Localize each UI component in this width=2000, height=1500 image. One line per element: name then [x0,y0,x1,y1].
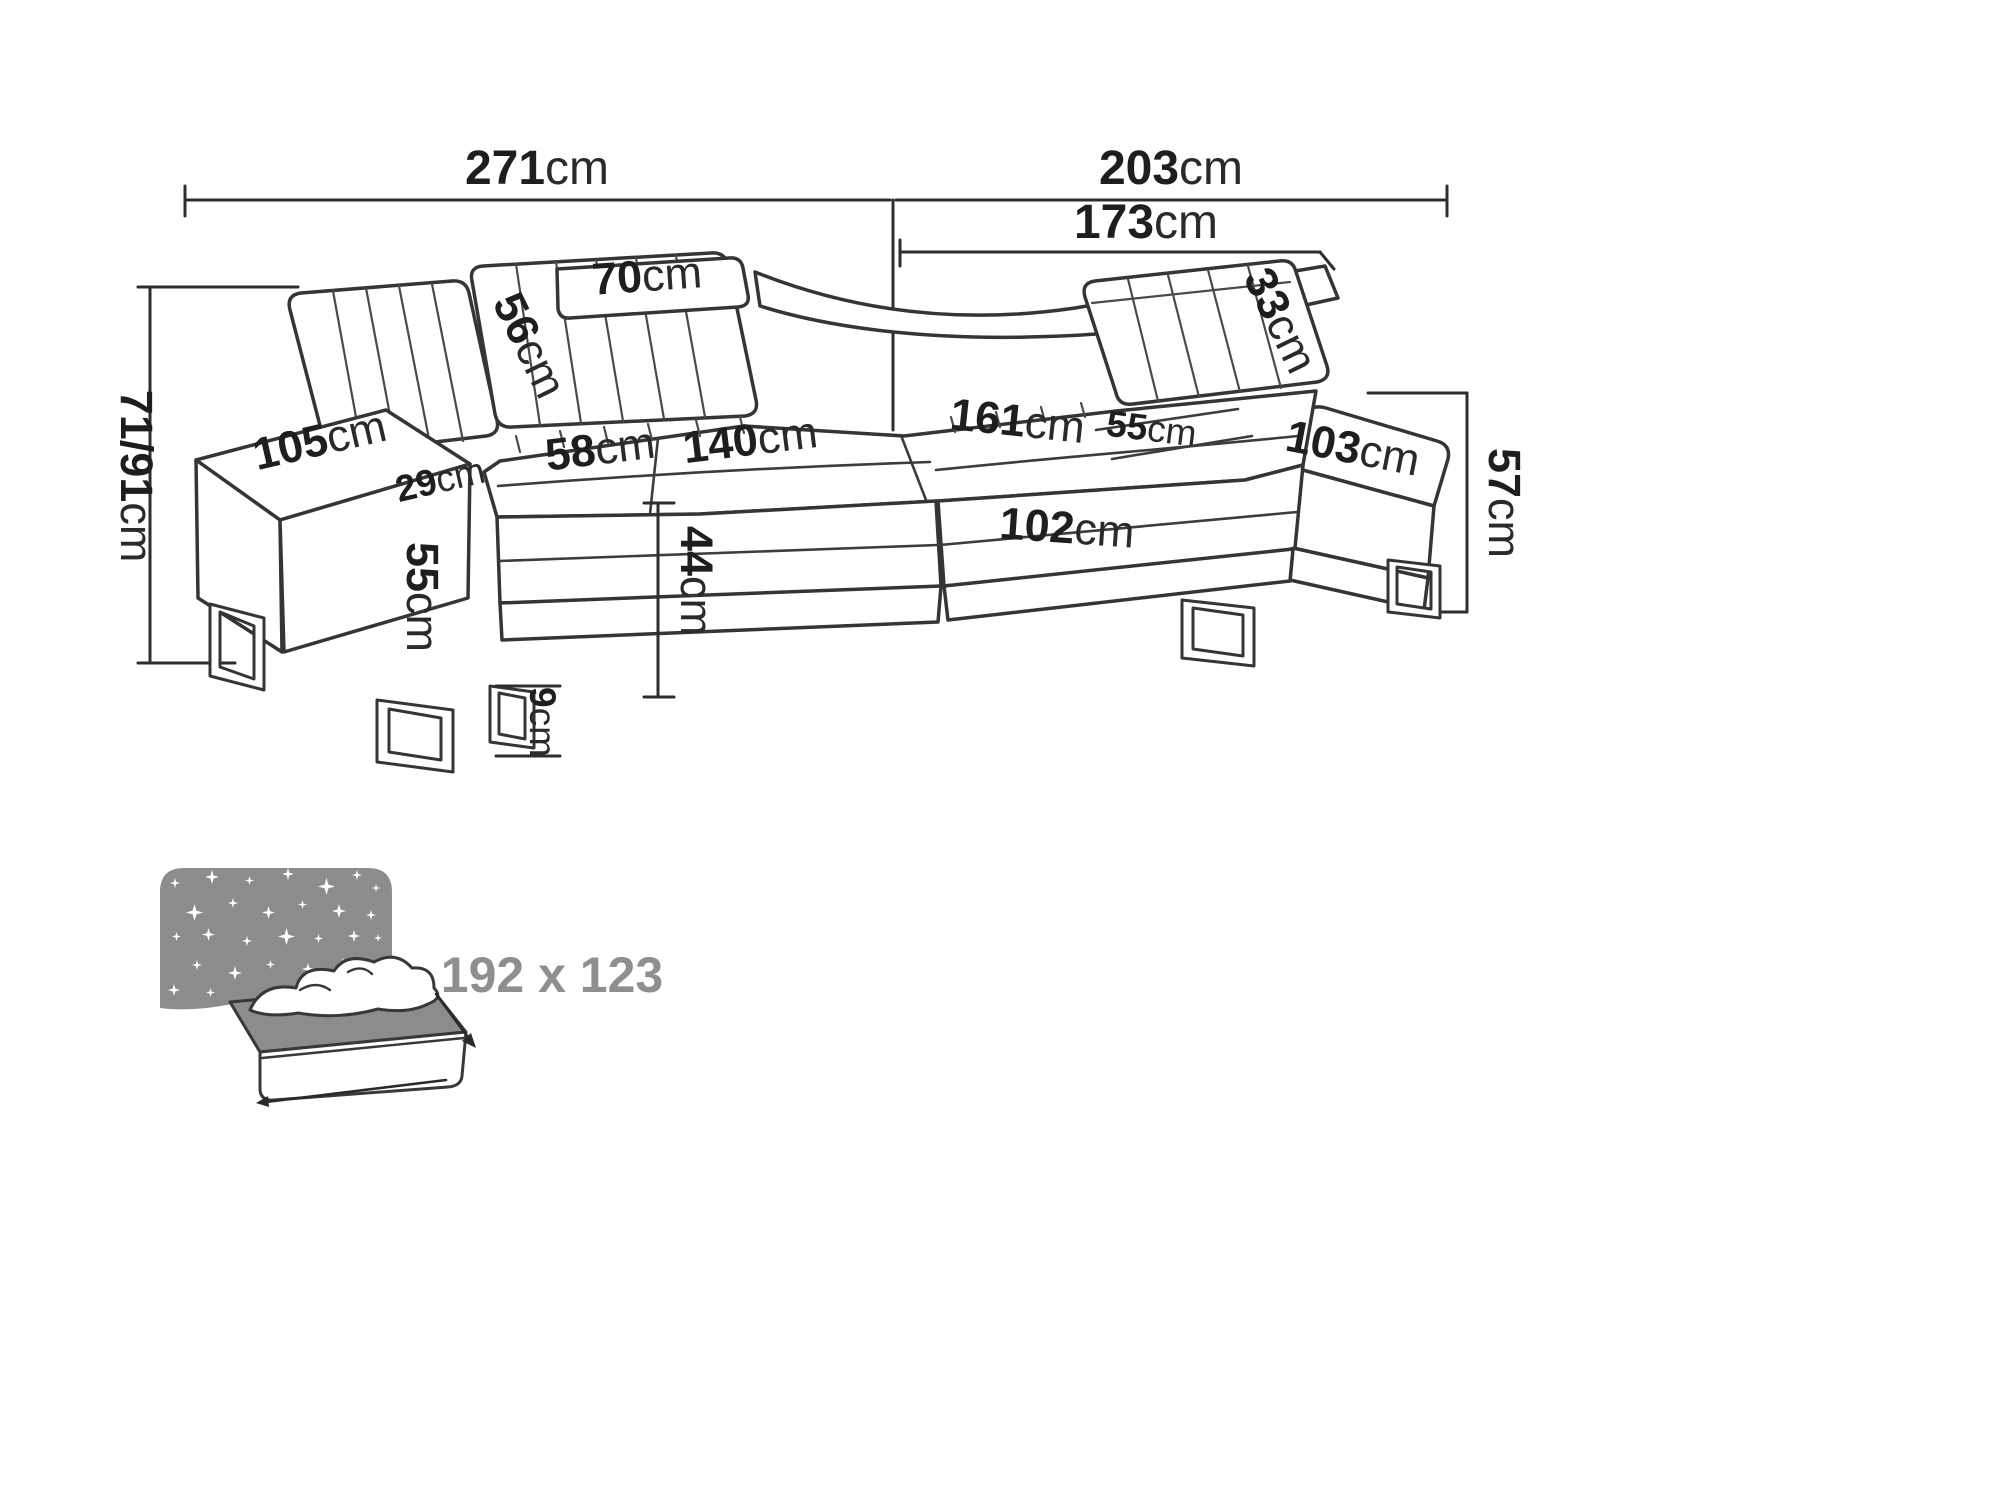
leg-middle-small [488,684,536,750]
leg-right-back [1386,558,1442,620]
width-arrow [256,1078,448,1107]
dim-drop-173-right [1318,250,1336,271]
leg-right-front [1180,598,1256,668]
dim-label-width-left: 271cm [465,142,609,195]
dim-label-armrest-height: 55cm [397,542,448,652]
dim-label-back-right: 173cm [1074,196,1218,249]
dim-label-seat-height: 44cm [671,526,722,636]
overlay-dimension-marks [494,501,676,758]
dim-label-armrest-right-top: 103cm [1282,410,1424,486]
depth-arrow [434,992,476,1048]
dim-label-front-right: 102cm [998,497,1136,557]
front-face-right [936,463,1305,622]
dim-label-chaise-length: 161cm [948,388,1088,453]
dim-label-width-right: 203cm [1099,142,1243,195]
dim-label-chaise-band: 55cm [1104,403,1199,455]
sofa-legs [208,558,1442,774]
dim-label-side-height-right: 57cm [1479,448,1530,558]
leg-front-left [208,602,266,692]
dim-label-armrest-width: 29cm [391,450,488,510]
chaise-band-line-top [1094,407,1240,432]
sofa-bed-icon: 192 x 123 [160,868,663,1107]
front-face-left [495,499,943,642]
sofa-illustration [194,251,1451,774]
dim-label-leg-height: 9cm [522,687,563,757]
seat-cushions [482,389,1318,519]
backrest-cushion-left-b [469,251,759,429]
headrest-panel-left [555,256,751,320]
sleeping-area-label: 192 x 123 [441,947,663,1003]
leg-middle [375,698,455,774]
tufting-dashes [514,401,1087,454]
dim-label-seat-width: 140cm [680,406,820,473]
dim-label-height-range: 71/91cm [111,390,162,563]
dim-label-headrest-left: 70cm [590,246,703,305]
duvet [248,955,440,1018]
backrest-cushion-right [1082,258,1330,407]
dim-label-seat-depth: 58cm [542,417,657,481]
armrest-left [194,408,472,654]
chaise-band-line-bottom [1110,434,1254,461]
